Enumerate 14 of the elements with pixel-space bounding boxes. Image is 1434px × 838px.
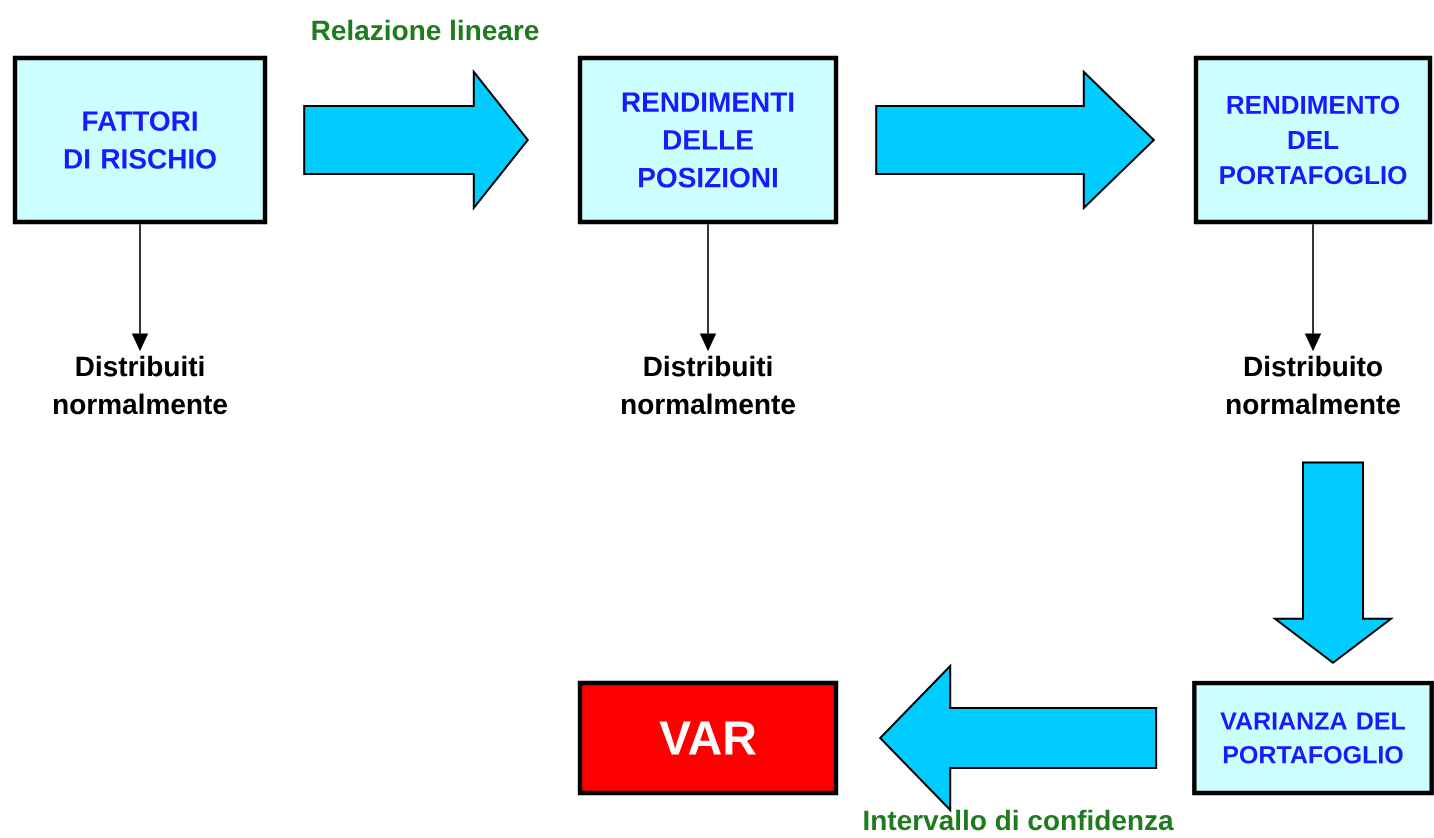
block-arrow — [303, 69, 530, 211]
process-box: RENDIMENTO DEL PORTAFOGLIO — [1193, 55, 1433, 225]
annotation-text: Distribuiti normalmente — [621, 355, 795, 415]
process-box: FATTORI DI RISCHIO — [12, 55, 268, 225]
block-arrow — [878, 663, 1158, 813]
annotation-text: Distribuito normalmente — [1226, 355, 1400, 415]
annotation-text: Distribuiti normalmente — [53, 355, 227, 415]
block-arrow — [1272, 461, 1394, 665]
process-box: RENDIMENTI DELLE POSIZIONI — [577, 55, 839, 225]
result-box: VAR — [577, 680, 839, 796]
process-box: VARIANZA DEL PORTAFOGLIO — [1192, 680, 1434, 796]
edge-label: Relazione lineare — [312, 19, 539, 41]
block-arrow — [875, 69, 1156, 211]
edge-label: Intervallo di confidenza — [864, 809, 1174, 831]
